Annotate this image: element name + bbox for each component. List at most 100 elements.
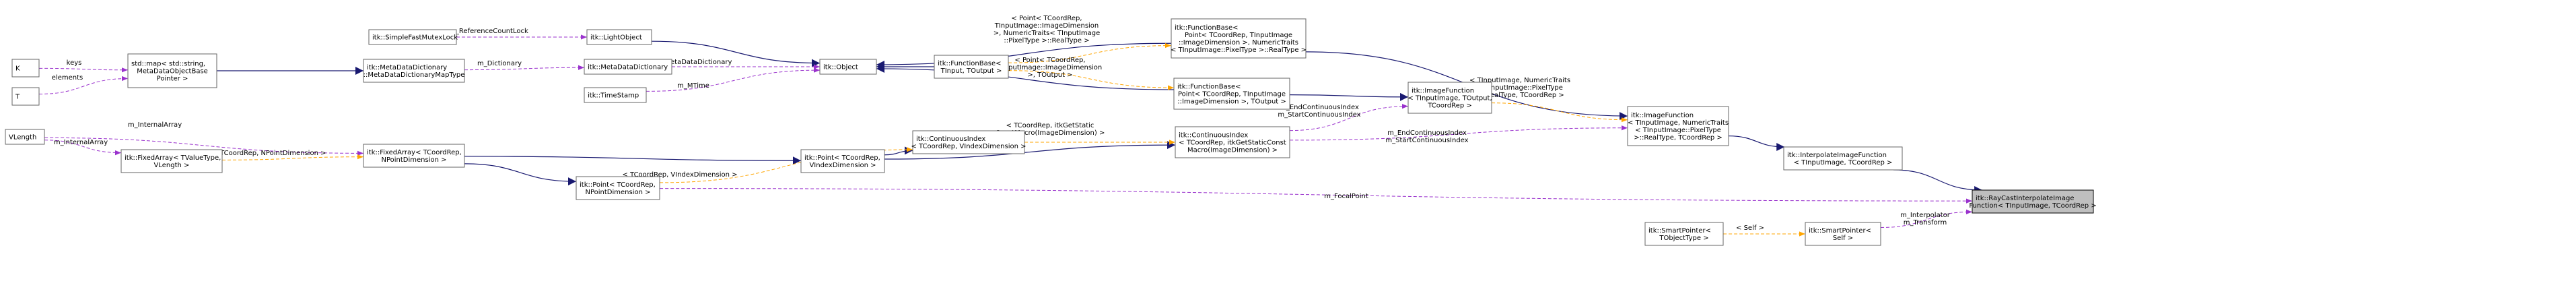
class-node-label: itk::FixedArray< TCoordRep, [367, 149, 462, 156]
edge-templ-fixed-array-tvalue-to-fixed-array-tcoord [221, 154, 364, 160]
class-node-simple-fast-mutex-lock[interactable]: itk::SimpleFastMutexLock [368, 29, 458, 45]
class-node-function-base-point-image[interactable]: itk::FunctionBase<Point< TCoordRep, TInp… [1171, 18, 1307, 59]
class-node-label: itk::ImageFunction [1412, 88, 1474, 95]
edge-usage-t-to-std-map [38, 76, 129, 95]
edge-inherit-fixed-array-tcoord-to-point-vindex [464, 156, 802, 165]
class-node-label: TInput, TOutput > [940, 67, 1002, 75]
class-node-smart-pointer-generic[interactable]: itk::SmartPointer<TObjectType > [1644, 222, 1724, 246]
edge-label-end-start-b: m_EndContinuousIndex [1387, 129, 1467, 137]
class-node-image-function-generic[interactable]: itk::ImageFunction< TInputImage, TOutput… [1407, 82, 1492, 114]
class-node-label: < TInputImage, TOutput, [1407, 95, 1492, 102]
class-node-box [363, 59, 465, 83]
edge-inherit-image-function-specific-to-interpolate-image-function [1728, 135, 1785, 151]
class-node-vlength[interactable]: VLength [5, 129, 45, 145]
edge-label-internal-array-b: m_InternalArray [128, 121, 182, 129]
class-node-label: ::ImageDimension >, TOutput > [1177, 98, 1286, 106]
class-node-k[interactable]: K [11, 59, 40, 78]
class-node-label: NPointDimension > [381, 156, 446, 164]
class-node-label: MetaDataObjectBase [137, 68, 208, 76]
class-node-label: itk::FixedArray< TValueType, [125, 154, 221, 162]
class-node-object[interactable]: itk::Object [819, 59, 877, 75]
edge-usage-smart-pointer-self-to-ray-cast-interpolate [1880, 209, 1973, 228]
class-node-std-map[interactable]: std::map< std::string,MetaDataObjectBase… [127, 53, 217, 88]
edge-label-point-output: < Point< TCoordRep, [1014, 57, 1085, 64]
class-node-interpolate-image-function[interactable]: itk::InterpolateImageFunction< TInputIma… [1783, 146, 1903, 171]
class-node-label: >::RealType, TCoordRep > [1634, 134, 1722, 142]
edge-label-mtime: m_MTime [677, 82, 709, 90]
class-node-label: T [15, 94, 20, 101]
class-node-box [800, 149, 885, 173]
class-node-continuous-index-generic[interactable]: itk::ContinuousIndex< TCoordRep, VIndexD… [911, 130, 1026, 154]
edge-label-end-start-b: m_StartContinuousIndex [1385, 137, 1468, 144]
class-node-label: Macro(ImageDimension) > [1187, 147, 1278, 154]
class-node-box [1173, 78, 1290, 110]
class-node-box [1407, 82, 1492, 114]
class-node-label: Self > [1833, 235, 1853, 242]
edge-label-tcoord-vindex: < TCoordRep, VIndexDimension > [622, 171, 737, 179]
class-node-smart-pointer-self[interactable]: itk::SmartPointer<Self > [1805, 222, 1881, 246]
class-node-box [1627, 106, 1729, 146]
class-node-box [1644, 222, 1724, 246]
class-node-label: K [15, 65, 20, 73]
edge-inherit-light-object-to-object [651, 40, 821, 67]
class-node-label: itk::SmartPointer< [1809, 227, 1871, 235]
class-node-time-stamp[interactable]: itk::TimeStamp [584, 87, 647, 103]
edge-label-elements: elements [52, 74, 83, 82]
class-node-box [363, 144, 465, 168]
edge-label-getstatic: < TCoordRep, itkGetStatic [1006, 122, 1094, 129]
class-node-box [368, 29, 457, 45]
class-node-meta-data-dictionary[interactable]: itk::MetaDataDictionary [584, 59, 672, 75]
edge-label-getstatic: ConstMacro(ImageDimension) > [996, 129, 1105, 137]
class-node-box [1175, 126, 1290, 158]
edge-label-numeric-traits: < TInputImage::PixelType [1477, 84, 1563, 92]
edge-label-end-start-a: m_StartContinuousIndex [1278, 111, 1360, 119]
class-node-box [586, 29, 652, 45]
class-node-light-object[interactable]: itk::LightObject [586, 29, 652, 45]
class-node-label: Pointer > [157, 76, 188, 83]
class-node-label: Function< TInputImage, TCoordRep > [1969, 202, 2096, 210]
class-node-label: itk::FunctionBase< [1177, 84, 1241, 91]
class-node-point-vindex[interactable]: itk::Point< TCoordRep,VIndexDimension > [800, 149, 885, 173]
edge-label-point-numeric: TInputImage::ImageDimension [994, 22, 1099, 30]
edge-label-end-start-a: m_EndContinuousIndex [1280, 104, 1359, 111]
class-node-label: < TInputImage::PixelType >::RealType > [1171, 47, 1307, 54]
edge-templ-function-base-generic-to-function-base-point-image [1008, 42, 1172, 63]
edge-label-interp-transform: m_Interpolator [1900, 212, 1951, 219]
edge-label-point-numeric: < Point< TCoordRep, [1011, 15, 1082, 22]
class-node-label: NPointDimension > [585, 189, 650, 196]
edges: keyselementsm_ReferenceCountLockm_Dictio… [38, 15, 1983, 237]
class-node-t[interactable]: T [11, 87, 40, 106]
class-node-point-npoint[interactable]: itk::Point< TCoordRep,NPointDimension > [576, 176, 660, 200]
class-node-label: TCoordRep > [1427, 102, 1472, 110]
class-node-continuous-index-specific[interactable]: itk::ContinuousIndex< TCoordRep, itkGetS… [1175, 126, 1290, 158]
class-node-function-base-generic[interactable]: itk::FunctionBase<TInput, TOutput > [934, 55, 1009, 79]
class-node-box [1805, 222, 1881, 246]
class-node-label: Point< TCoordRep, TInputImage [1185, 32, 1292, 39]
class-node-box [127, 53, 217, 88]
edge-inherit-function-base-point-output-to-image-function-generic [1289, 92, 1409, 101]
class-node-label: itk::TimeStamp [588, 92, 639, 100]
class-node-label: itk::FunctionBase< [1175, 24, 1239, 32]
edge-label-point-output: >, TOutput > [1027, 71, 1072, 79]
edge-usage-vlength-to-fixed-array-tvalue [44, 140, 122, 156]
edge-usage-meta-data-dictionary-typedef-to-meta-data-dictionary [464, 65, 585, 71]
class-node-box [584, 87, 647, 103]
class-node-label: itk::ContinuousIndex [916, 135, 985, 143]
class-node-function-base-point-output[interactable]: itk::FunctionBase<Point< TCoordRep, TInp… [1173, 78, 1290, 110]
edge-usage-point-npoint-to-ray-cast-interpolate [659, 188, 1973, 204]
class-node-label: Point< TCoordRep, TInputImage [1178, 91, 1286, 98]
class-node-fixed-array-tcoord[interactable]: itk::FixedArray< TCoordRep,NPointDimensi… [363, 144, 465, 168]
edge-usage-continuous-index-specific-to-image-function-generic [1289, 104, 1409, 131]
edge-usage-continuous-index-specific-to-image-function-specific [1289, 125, 1628, 141]
edge-label-interp-transform: m_Transform [1904, 219, 1947, 227]
class-node-fixed-array-tvalue[interactable]: itk::FixedArray< TValueType,VLength > [120, 149, 223, 173]
class-node-label: itk::MetaDataDictionary [367, 64, 447, 71]
class-node-image-function-specific[interactable]: itk::ImageFunction< TInputImage, Numeric… [1627, 106, 1729, 146]
class-node-meta-data-dictionary-typedef[interactable]: itk::MetaDataDictionary::MetaDataDiction… [363, 59, 465, 83]
class-node-label: itk::ContinuousIndex [1179, 132, 1248, 140]
class-node-label: < TInputImage::PixelType [1635, 127, 1721, 134]
class-node-label: itk::Point< TCoordRep, [804, 154, 880, 162]
